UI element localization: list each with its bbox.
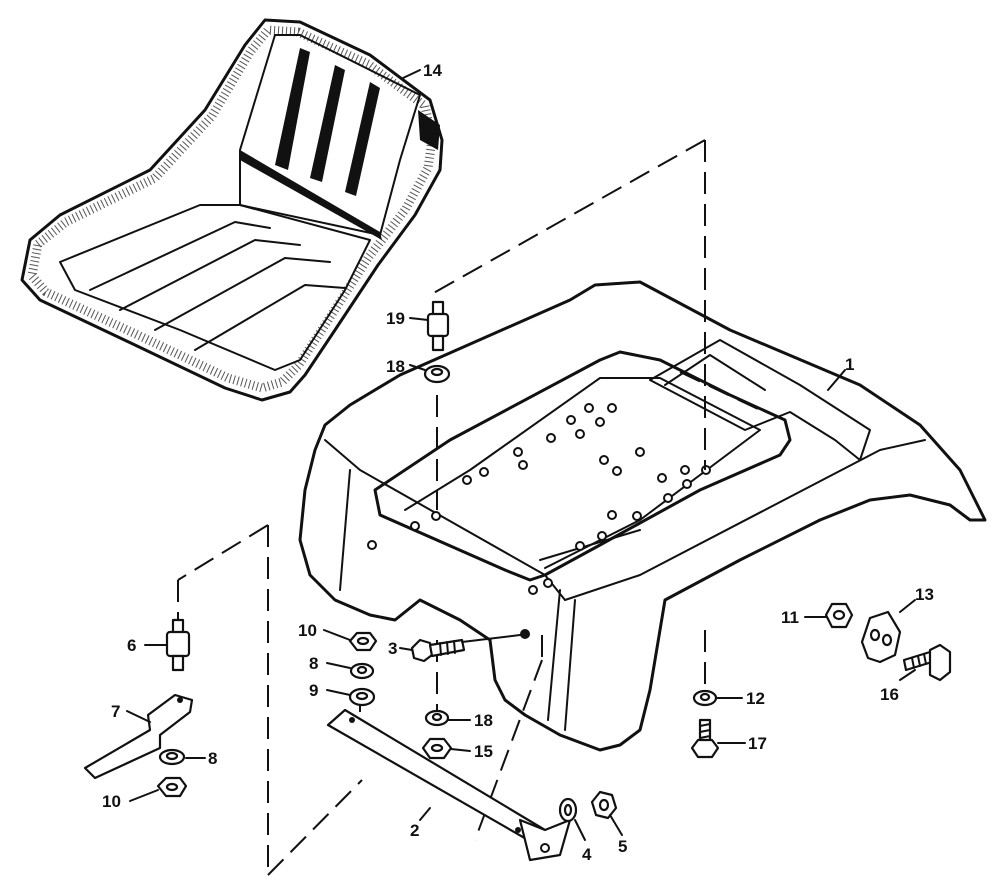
callout-7: 7 [111, 702, 120, 721]
callout-1: 1 [845, 355, 854, 374]
callout-11: 16 [880, 685, 899, 704]
washer-4 [558, 797, 578, 823]
callout-17: 17 [748, 734, 767, 753]
callout-4: 4 [582, 845, 592, 864]
washer-8-center [349, 662, 375, 680]
washer-9 [348, 687, 376, 707]
callout-13: 11 [781, 608, 799, 627]
callout-5: 5 [618, 837, 627, 856]
seat [20, 18, 444, 402]
callout-10-center: 10 [298, 621, 317, 640]
callout-8-center: 8 [309, 654, 318, 673]
callout-labels: 14 1 19 18 6 7 8 10 10 8 9 3 18 15 2 4 5… [102, 61, 934, 864]
nut-15 [421, 737, 453, 760]
callout-8-left: 8 [208, 749, 217, 768]
callout-15: 15 [474, 742, 493, 761]
washer-18-top [423, 364, 451, 384]
callout-10-left: 10 [102, 792, 121, 811]
bolt-17 [690, 718, 720, 759]
callout-6: 6 [127, 636, 136, 655]
nut-10-center [348, 631, 378, 652]
washer-18-bottom [424, 709, 450, 727]
seat-pan-fender [298, 280, 987, 752]
callout-12: 13 [915, 585, 934, 604]
bolt-11 [902, 643, 952, 682]
washer-14 [692, 689, 718, 707]
nut-13 [824, 602, 854, 629]
callout-3: 3 [388, 639, 397, 658]
callout-2: 2 [410, 821, 419, 840]
callout-19: 19 [386, 309, 405, 328]
bracket-2 [326, 708, 572, 862]
rubber-mount-6 [165, 618, 191, 672]
leader-lines [126, 69, 916, 841]
callout-18-top: 18 [386, 357, 405, 376]
bolt-3 [410, 638, 466, 663]
callout-9: 9 [309, 681, 318, 700]
bracket-7 [83, 693, 194, 780]
clamp-plate-12 [860, 610, 902, 664]
callout-14: 12 [746, 689, 765, 708]
callout-16: 14 [423, 61, 442, 80]
nut-5 [590, 790, 618, 820]
callout-18-bottom: 18 [474, 711, 493, 730]
assembly-lines [177, 139, 706, 876]
washer-8-left [158, 748, 186, 766]
nut-10-left [156, 776, 188, 798]
rubber-mount-19 [426, 300, 450, 352]
